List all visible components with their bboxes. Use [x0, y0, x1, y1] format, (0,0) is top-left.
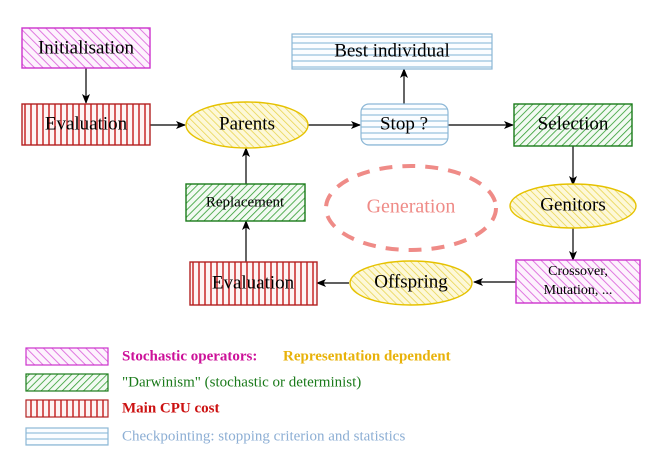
- edges-group: [82, 68, 577, 287]
- node-replacement[interactable]: Replacement: [185, 183, 306, 222]
- legend-label-checkpointing: Checkpointing: stopping criterion and st…: [122, 428, 405, 444]
- legend-label-representation-dependent: Representation dependent: [283, 348, 451, 364]
- legend-swatch-magenta: [25, 347, 109, 366]
- legend-row-stochastic-operators: Stochastic operators: Representation dep…: [25, 347, 451, 366]
- node-evaluation-bottom[interactable]: Evaluation: [189, 261, 318, 306]
- node-evaluation-top-label: Evaluation: [45, 113, 128, 134]
- legend-label-darwinism: "Darwinism" (stochastic or determinist): [122, 374, 361, 390]
- legend-swatch-blue: [25, 427, 109, 446]
- legend-label-stochastic-operators: Stochastic operators:: [122, 348, 257, 364]
- node-evaluation-bottom-label: Evaluation: [212, 272, 295, 293]
- node-crossover-mutation-label-line1: Crossover,: [548, 264, 608, 279]
- legend-label-main-cpu-cost: Main CPU cost: [122, 400, 220, 416]
- node-parents-label: Parents: [219, 113, 275, 134]
- node-offspring[interactable]: Offspring: [349, 260, 473, 306]
- legend-row-checkpointing: Checkpointing: stopping criterion and st…: [25, 427, 405, 446]
- node-initialisation-label: Initialisation: [38, 37, 135, 58]
- node-best-individual[interactable]: Best individual: [291, 33, 493, 70]
- node-crossover-mutation-label-line2: Mutation, ...: [544, 283, 613, 298]
- legend-swatch-red: [25, 399, 109, 418]
- node-parents[interactable]: Parents: [185, 101, 309, 149]
- node-stop-label: Stop ?: [380, 113, 428, 134]
- node-generation: Generation: [324, 164, 498, 252]
- node-replacement-label: Replacement: [206, 194, 285, 210]
- node-initialisation[interactable]: Initialisation: [21, 27, 151, 69]
- legend-row-main-cpu-cost: Main CPU cost: [25, 399, 220, 418]
- node-best-individual-label: Best individual: [334, 40, 450, 61]
- node-selection-label: Selection: [538, 113, 609, 134]
- node-selection[interactable]: Selection: [513, 103, 633, 147]
- node-offspring-label: Offspring: [374, 271, 448, 292]
- legend-row-darwinism: "Darwinism" (stochastic or determinist): [25, 373, 361, 392]
- node-genitors[interactable]: Genitors: [509, 183, 637, 229]
- node-evaluation-top[interactable]: Evaluation: [21, 103, 151, 146]
- legend-swatch-green: [25, 373, 109, 392]
- node-generation-label: Generation: [367, 196, 456, 218]
- node-genitors-label: Genitors: [540, 194, 605, 215]
- node-stop[interactable]: Stop ?: [360, 103, 449, 146]
- node-crossover-mutation[interactable]: Crossover, Mutation, ...: [515, 259, 641, 304]
- legend: Stochastic operators: Representation dep…: [25, 347, 451, 446]
